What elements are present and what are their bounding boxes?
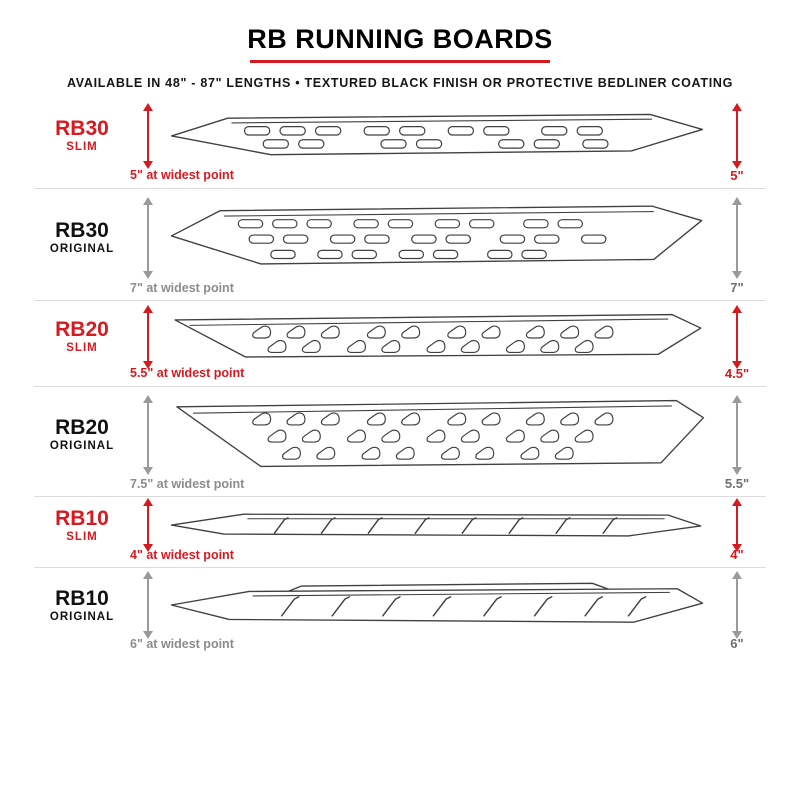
product-label: RB20 SLIM <box>34 318 130 355</box>
page: RB RUNNING BOARDS AVAILABLE IN 48" - 87"… <box>34 24 766 656</box>
board-drawing-rb20-original <box>166 396 708 474</box>
end-width-measure: 7" <box>730 280 744 296</box>
board-drawing-rb30-original <box>166 198 708 277</box>
model-name: RB30 <box>55 117 109 141</box>
page-subtitle: AVAILABLE IN 48" - 87" LENGTHS • TEXTURE… <box>66 76 734 90</box>
end-width-measure: 5" <box>730 167 744 183</box>
model-name: RB20 <box>55 318 109 342</box>
end-width-dimension-arrow-icon <box>708 196 766 279</box>
product-row-rb30-slim: RB30 SLIM 5" at widest point 5" <box>34 98 766 188</box>
model-name: RB30 <box>55 219 109 243</box>
variant-name: SLIM <box>66 342 98 355</box>
end-width-measure: 4.5" <box>724 365 750 381</box>
widest-point-note: 4" at widest point <box>130 547 234 562</box>
product-label: RB10 SLIM <box>34 506 130 543</box>
product-rows: RB30 SLIM 5" at widest point 5" RB30 ORI… <box>34 98 766 656</box>
product-row-rb10-slim: RB10 SLIM 4" at widest point 4" <box>34 496 766 567</box>
widest-point-note: 5" at widest point <box>130 168 234 183</box>
variant-name: ORIGINAL <box>49 610 115 623</box>
end-width-dimension-arrow-icon <box>708 102 766 169</box>
product-row-rb30-original: RB30 ORIGINAL 7" at widest point 7" <box>34 187 766 300</box>
running-board-illustration <box>170 113 704 156</box>
variant-name: ORIGINAL <box>49 440 115 453</box>
page-title: RB RUNNING BOARDS <box>247 24 553 54</box>
model-name: RB20 <box>55 416 109 440</box>
widest-point-dimension-arrow-icon <box>130 498 166 553</box>
product-label: RB10 ORIGINAL <box>34 586 130 623</box>
variant-name: ORIGINAL <box>49 243 115 256</box>
end-width-dimension-arrow-icon <box>708 571 766 640</box>
variant-name: SLIM <box>66 141 98 154</box>
widest-point-dimension-arrow-icon <box>130 394 166 475</box>
end-width-dimension-arrow-icon <box>708 498 766 553</box>
title-underline <box>250 60 550 63</box>
board-drawing-rb30-slim <box>166 107 708 165</box>
model-name: RB10 <box>55 506 109 530</box>
widest-point-dimension-arrow-icon <box>130 304 166 369</box>
product-label: RB30 ORIGINAL <box>34 219 130 256</box>
widest-point-note: 7.5" at widest point <box>130 476 245 491</box>
end-width-dimension-arrow-icon <box>708 394 766 475</box>
model-name: RB10 <box>55 586 109 610</box>
board-drawing-rb10-slim <box>166 507 708 543</box>
product-row-rb20-original: RB20 ORIGINAL 7.5" at widest point 5.5" <box>34 385 766 497</box>
running-board-illustration <box>170 205 703 265</box>
running-board-illustration <box>170 513 702 537</box>
board-drawing-rb10-original <box>166 577 708 633</box>
widest-point-note: 5.5" at widest point <box>130 366 245 381</box>
end-width-dimension-arrow-icon <box>708 304 766 369</box>
product-row-rb20-slim: RB20 SLIM 5.5" at widest point 4.5" <box>34 300 766 385</box>
end-width-measure: 5.5" <box>724 476 750 492</box>
product-row-rb10-original: RB10 ORIGINAL 6" at widest point 6" <box>34 567 766 656</box>
widest-point-dimension-arrow-icon <box>130 102 166 169</box>
running-board-illustration <box>170 583 704 624</box>
product-label: RB30 SLIM <box>34 117 130 154</box>
widest-point-note: 6" at widest point <box>130 636 234 651</box>
product-label: RB20 ORIGINAL <box>34 416 130 453</box>
variant-name: SLIM <box>66 530 98 543</box>
widest-point-dimension-arrow-icon <box>130 571 166 640</box>
running-board-illustration <box>176 399 705 467</box>
page-header: RB RUNNING BOARDS AVAILABLE IN 48" - 87"… <box>34 24 766 90</box>
end-width-measure: 6" <box>730 636 744 652</box>
widest-point-dimension-arrow-icon <box>130 196 166 279</box>
board-drawing-rb20-slim <box>166 310 708 362</box>
running-board-illustration <box>174 314 702 359</box>
widest-point-note: 7" at widest point <box>130 280 234 295</box>
